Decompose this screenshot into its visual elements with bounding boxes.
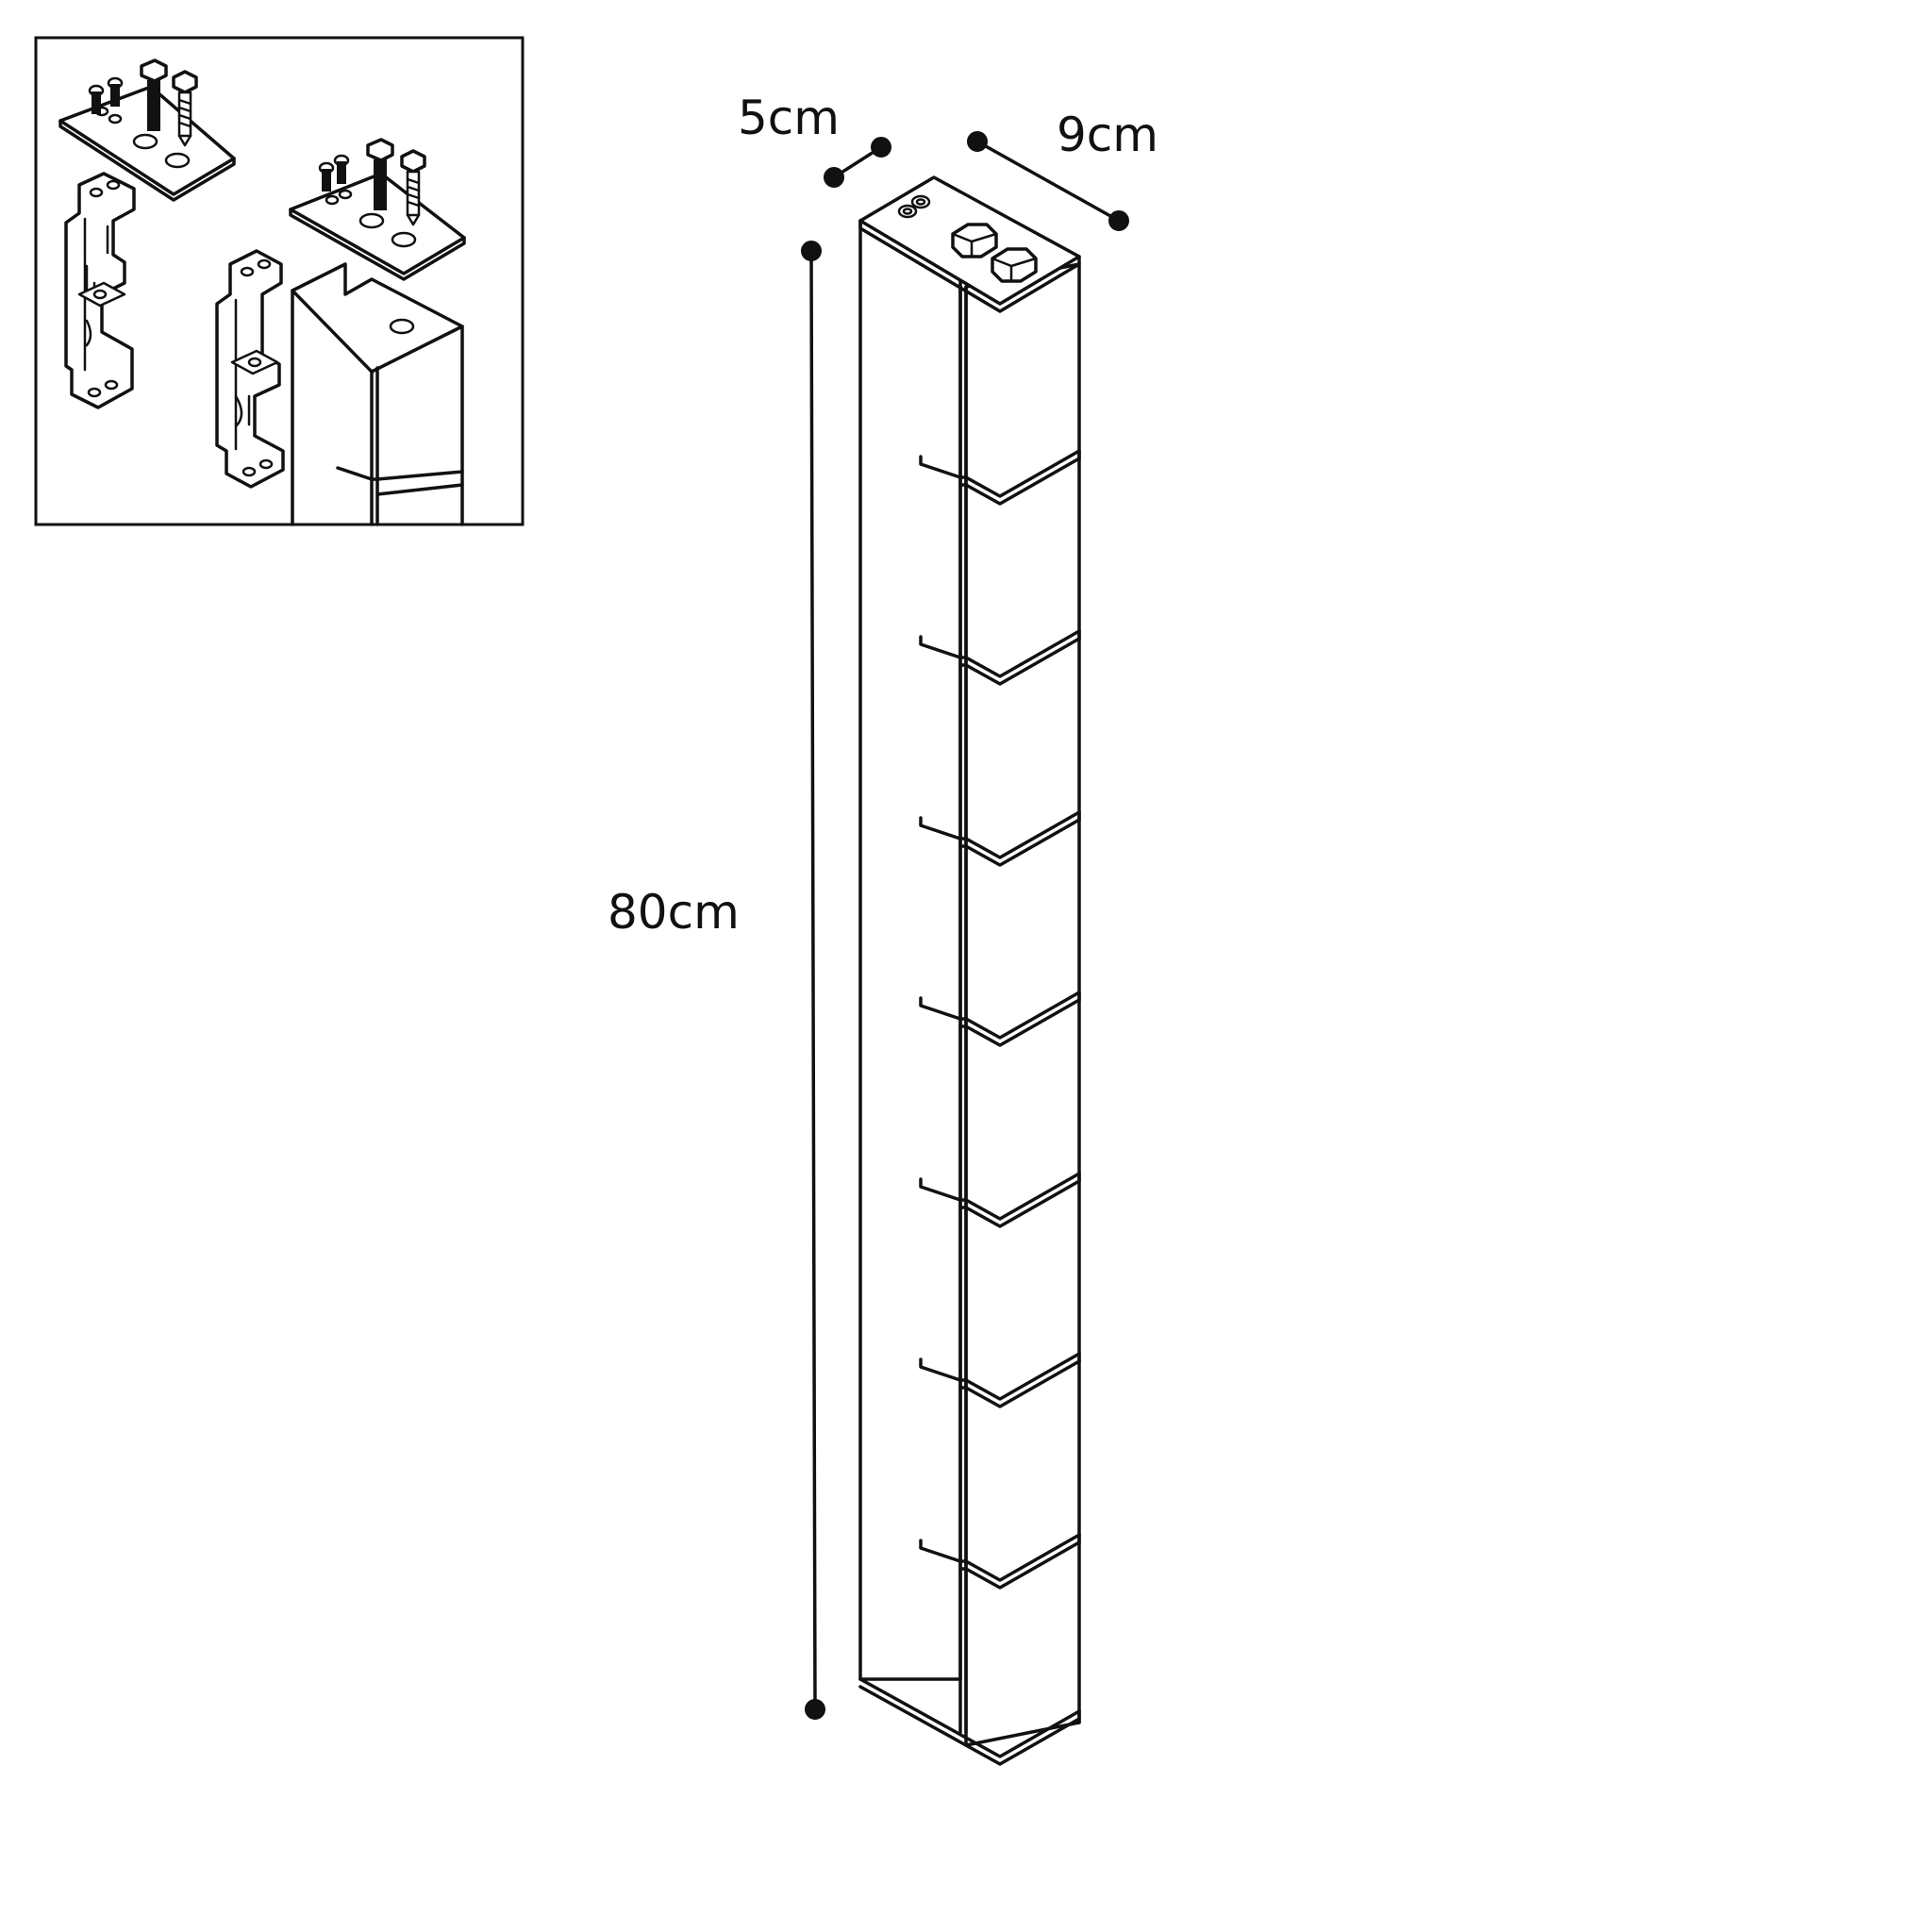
small-screw-icon xyxy=(910,194,931,209)
inset-post-section xyxy=(291,262,464,526)
fence-post xyxy=(858,175,1081,1766)
post-bottom xyxy=(858,1677,1081,1766)
panel-joint xyxy=(919,449,1081,506)
panel-joint xyxy=(919,1533,1081,1590)
small-screw-icon xyxy=(107,76,124,107)
mounting-plate-1 xyxy=(58,58,236,202)
bracket-1 xyxy=(64,172,136,409)
small-screw-icon xyxy=(333,154,350,184)
small-screw-icon xyxy=(318,161,335,192)
depth-dimension: 5cm xyxy=(738,91,891,188)
post-top-cap xyxy=(858,175,1081,313)
lag-screw-icon xyxy=(400,149,426,226)
height-dimension: 80cm xyxy=(608,241,825,1720)
panel-joint xyxy=(919,629,1081,686)
panel-joint xyxy=(919,1172,1081,1228)
small-screw-icon xyxy=(88,84,105,114)
hex-bolt-icon xyxy=(140,58,168,131)
small-screw-icon xyxy=(897,204,918,219)
hex-bolt-icon xyxy=(366,138,394,210)
panel-joint xyxy=(919,991,1081,1047)
depth-label: 5cm xyxy=(738,91,840,145)
bracket-2 xyxy=(215,249,285,489)
hex-bolt-icon xyxy=(991,247,1038,283)
width-label: 9cm xyxy=(1057,108,1158,162)
lag-screw-icon xyxy=(172,70,198,147)
post-front-face xyxy=(858,219,962,1681)
inset-detail xyxy=(34,36,525,526)
width-dimension: 9cm xyxy=(967,108,1158,231)
mounting-plate-2 xyxy=(289,138,466,281)
panel-joints xyxy=(919,449,1081,1590)
panel-joint xyxy=(919,810,1081,867)
hex-bolt-icon xyxy=(951,223,998,258)
height-label: 80cm xyxy=(608,885,740,940)
panel-joint xyxy=(919,1352,1081,1408)
